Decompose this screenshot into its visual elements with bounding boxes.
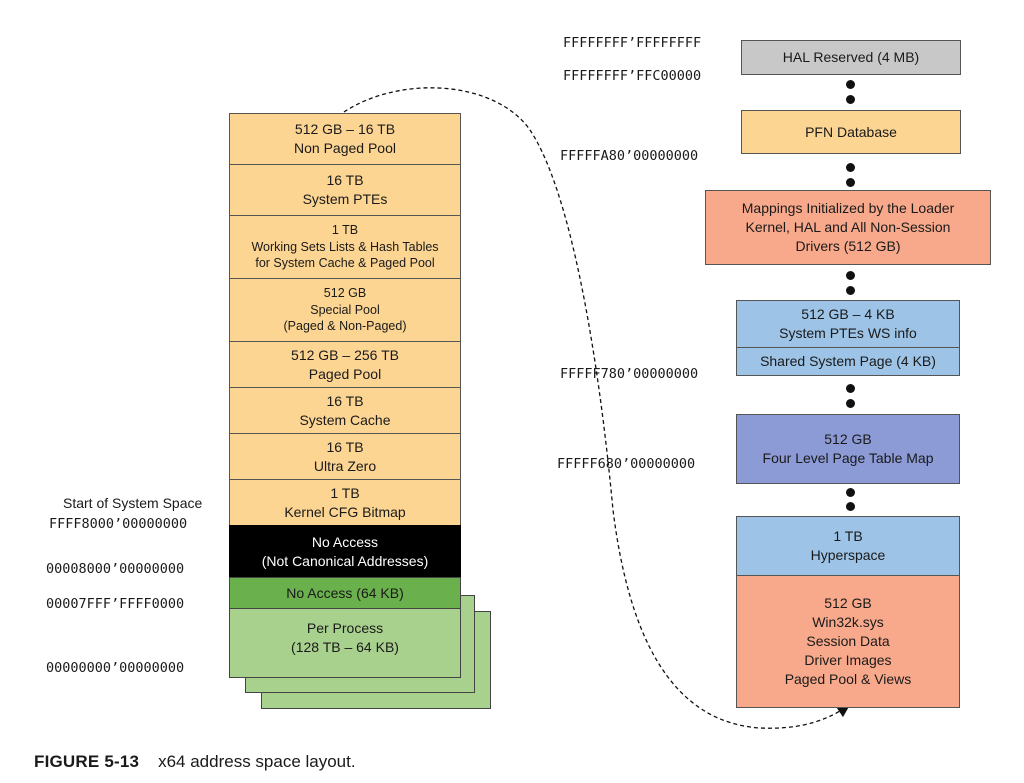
address-label: FFFF8000’00000000 [49,516,188,532]
region-page-table-map: 512 GB Four Level Page Table Map [736,414,960,484]
region-pfn-database: PFN Database [741,110,961,154]
ellipsis-dot [846,384,855,393]
region-working-sets-lists: 1 TB Working Sets Lists & Hash Tables fo… [229,215,461,279]
region-no-access-noncanonical: No Access (Not Canonical Addresses) [229,525,461,578]
region-size: 512 GB – 16 TB [294,121,396,138]
region-label: Paged Pool [308,365,382,382]
address-label: FFFFFFFF’FFC00000 [563,68,702,84]
region-label: Working Sets Lists & Hash Tables [251,239,439,254]
ellipsis-dot [846,502,855,511]
region-label: Session Data [806,633,890,650]
region-label: Ultra Zero [313,457,377,474]
region-label: Kernel, HAL and All Non-Session [745,219,951,236]
region-shared-system-page: Shared System Page (4 KB) [736,347,960,376]
region-hal-reserved: HAL Reserved (4 MB) [741,40,961,75]
start-of-system-space-label: Start of System Space [63,495,203,511]
region-size: 1 TB [331,222,359,237]
region-size: 512 GB [323,285,367,300]
region-label: Shared System Page (4 KB) [760,353,936,370]
region-size: 512 GB – 256 TB [291,346,399,363]
region-label: (Not Canonical Addresses) [261,552,429,569]
region-size: 1 TB [833,528,863,545]
region-hyperspace: 1 TB Hyperspace [736,516,960,576]
ellipsis-dot [846,286,855,295]
region-label: for System Cache & Paged Pool [255,256,435,271]
region-system-cache: 16 TB System Cache [229,387,461,434]
region-session-space: 512 GB Win32k.sys Session Data Driver Im… [736,575,960,708]
region-label: Special Pool [310,302,380,317]
region-size: 512 GB [824,431,872,448]
region-paged-pool: 512 GB – 256 TB Paged Pool [229,341,461,388]
region-size: 512 GB [824,595,872,612]
region-non-paged-pool: 512 GB – 16 TB Non Paged Pool [229,113,461,165]
ellipsis-dot [846,399,855,408]
ellipsis-dot [846,80,855,89]
ellipsis-dot [846,178,855,187]
region-label: System Cache [299,411,391,428]
region-size: 16 TB [326,438,364,455]
region-label: Hyperspace [810,547,886,563]
ellipsis-dot [846,271,855,280]
region-label: PFN Database [805,123,897,140]
region-label: Kernel CFG Bitmap [284,503,406,520]
ellipsis-dot [846,488,855,497]
address-label: 00000000’00000000 [46,660,185,676]
region-size: (128 TB – 64 KB) [291,638,399,655]
region-special-pool: 512 GB Special Pool (Paged & Non-Paged) [229,278,461,342]
region-system-ptes: 16 TB System PTEs [229,164,461,216]
region-loader-mappings: Mappings Initialized by the Loader Kerne… [705,190,991,265]
region-label: Non Paged Pool [294,140,396,156]
region-label: System PTEs WS info [779,325,917,341]
region-label: No Access [311,533,379,550]
region-size: 16 TB [326,392,364,409]
region-label: Mappings Initialized by the Loader [741,200,955,217]
address-label: FFFFF680’00000000 [557,456,696,472]
region-label: Four Level Page Table Map [762,450,934,466]
region-label: Per Process [306,620,384,636]
region-label: Paged Pool & Views [784,670,912,687]
figure-number: FIGURE 5-13 [34,752,140,771]
region-per-process: Per Process (128 TB – 64 KB) [229,608,461,678]
region-label: Drivers (512 GB) [795,237,901,254]
region-label: System PTEs [302,191,388,207]
address-label: FFFFFA80’00000000 [560,148,699,164]
region-size: 512 GB – 4 KB [801,306,895,323]
figure-title: x64 address space layout. [158,752,356,771]
region-kernel-cfg-bitmap: 1 TB Kernel CFG Bitmap [229,479,461,526]
region-label: Win32k.sys [812,614,884,631]
address-label: FFFFFFFF’FFFFFFFF [563,35,702,51]
region-system-ptes-ws-info: 512 GB – 4 KB System PTEs WS info [736,300,960,348]
region-size: 16 TB [326,172,364,189]
address-label: 00007FFF’FFFF0000 [46,596,185,612]
region-label: Driver Images [804,651,892,668]
region-size: 1 TB [330,484,360,501]
address-label: 00008000’00000000 [46,561,185,577]
region-ultra-zero: 16 TB Ultra Zero [229,433,461,480]
figure-caption: FIGURE 5-13 x64 address space layout. [34,752,356,772]
ellipsis-dot [846,163,855,172]
region-label: No Access (64 KB) [286,584,404,601]
region-label: HAL Reserved (4 MB) [782,49,920,66]
region-label: (Paged & Non-Paged) [283,319,407,334]
region-no-access-64kb: No Access (64 KB) [229,577,461,609]
ellipsis-dot [846,95,855,104]
address-label: FFFFF780’00000000 [560,366,699,382]
